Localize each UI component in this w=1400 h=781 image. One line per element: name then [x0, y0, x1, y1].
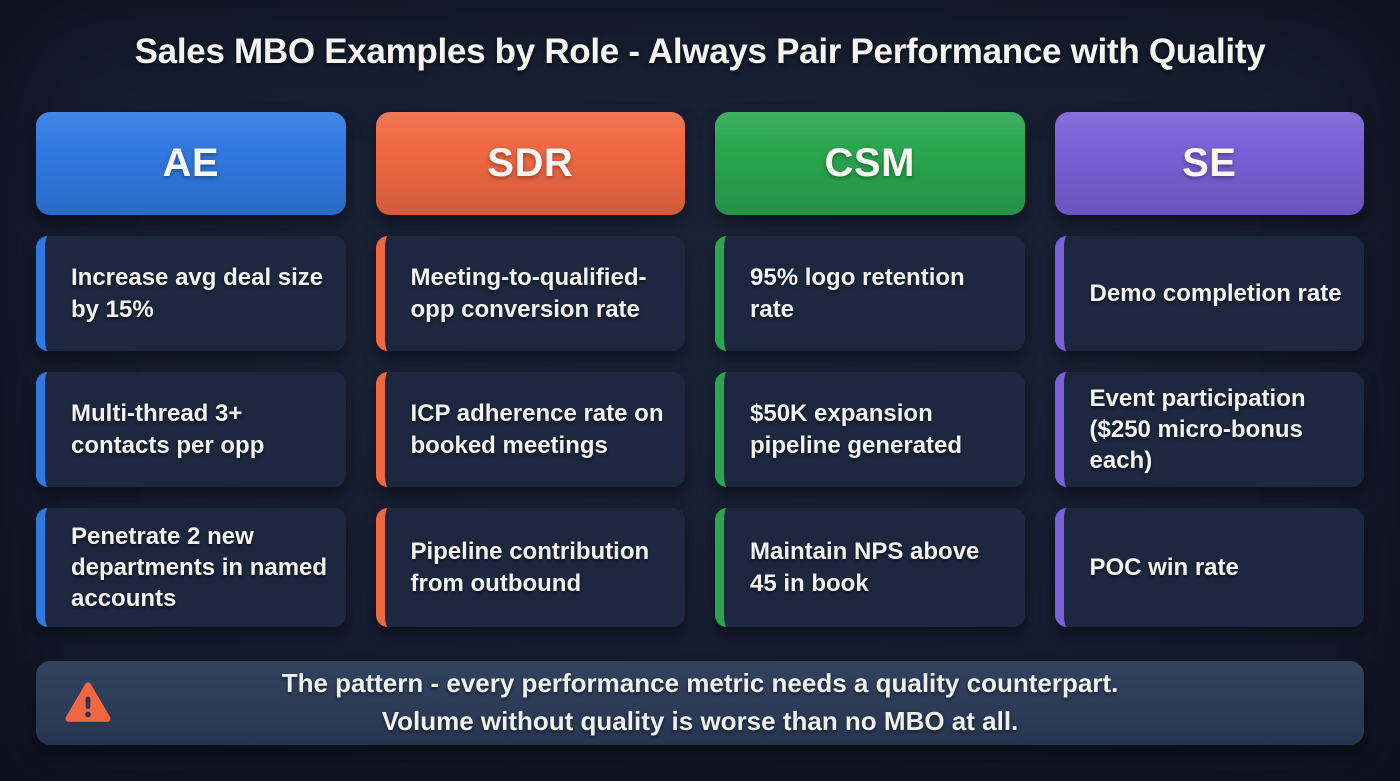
mbo-card-ae-1: Increase avg deal size by 15% [36, 236, 346, 351]
pattern-callout-line-1: The pattern - every performance metric n… [281, 668, 1119, 699]
mbo-card-sdr-1: Meeting-to-qualified-opp conversion rate [375, 236, 685, 351]
mbo-card-text: Event participation ($250 micro-bonus ea… [1089, 384, 1306, 475]
role-header-ae: AE [36, 112, 346, 215]
mbo-card-sdr-3: Pipeline contribution from outbound [375, 508, 685, 627]
mbo-card-text: ICP adherence rate on booked meetings [410, 400, 664, 459]
mbo-card-sdr-2: ICP adherence rate on booked meetings [375, 372, 685, 487]
mbo-card-text: POC win rate [1089, 553, 1239, 581]
role-label-ae: AE [162, 141, 220, 185]
role-label-se: SE [1182, 141, 1237, 185]
mbo-card-ae-2: Multi-thread 3+ contacts per opp [36, 372, 346, 487]
mbo-card-text: Multi-thread 3+ contacts per opp [71, 400, 265, 459]
mbo-card-csm-2: $50K expansion pipeline generated [715, 372, 1025, 487]
pattern-callout-text: The pattern - every performance metric n… [192, 665, 1209, 740]
mbo-card-text: Pipeline contribution from outbound [410, 538, 650, 597]
mbo-card-csm-1: 95% logo retention rate [715, 236, 1025, 351]
mbo-card-se-1: Demo completion rate [1054, 236, 1364, 351]
role-label-sdr: SDR [487, 141, 574, 185]
mbo-card-csm-3: Maintain NPS above 45 in book [715, 508, 1025, 627]
role-header-csm: CSM [715, 112, 1025, 215]
page-title: Sales MBO Examples by Role - Always Pair… [134, 32, 1266, 71]
warning-triangle-icon [64, 681, 112, 725]
mbo-card-ae-3: Penetrate 2 new departments in named acc… [36, 508, 346, 627]
role-header-sdr: SDR [375, 112, 685, 215]
mbo-card-text: Maintain NPS above 45 in book [750, 538, 980, 597]
mbo-grid: AE SDR CSM SE Increase avg deal size by … [36, 112, 1364, 627]
mbo-card-text: Increase avg deal size by 15% [71, 264, 324, 323]
mbo-card-text: $50K expansion pipeline generated [750, 400, 963, 459]
mbo-card-text: Demo completion rate [1089, 279, 1342, 307]
role-label-csm: CSM [824, 141, 915, 185]
mbo-card-text: Penetrate 2 new departments in named acc… [71, 522, 328, 613]
mbo-card-text: 95% logo retention rate [750, 264, 965, 323]
mbo-card-se-3: POC win rate [1054, 508, 1364, 627]
pattern-callout-bar: The pattern - every performance metric n… [36, 661, 1364, 745]
role-header-se: SE [1054, 112, 1364, 215]
mbo-card-text: Meeting-to-qualified-opp conversion rate [410, 264, 647, 323]
pattern-callout-line-2: Volume without quality is worse than no … [381, 706, 1019, 736]
mbo-card-se-2: Event participation ($250 micro-bonus ea… [1054, 372, 1364, 487]
